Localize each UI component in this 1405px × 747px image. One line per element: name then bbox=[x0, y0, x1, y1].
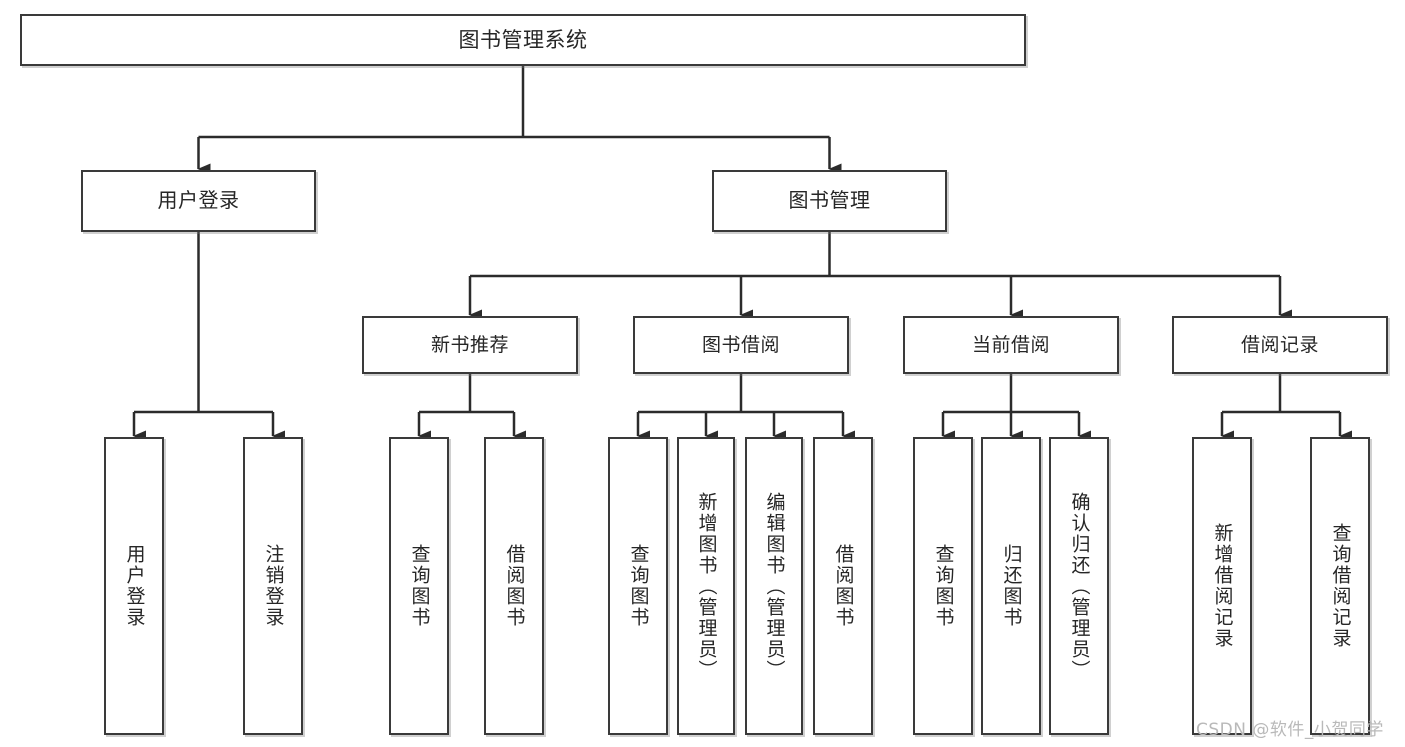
node-new-book-rec[interactable]: 新书推荐 bbox=[362, 316, 578, 374]
node-leaf-bb-edit[interactable]: 编辑图书（管理员） bbox=[745, 437, 803, 735]
node-label-leaf-bb-edit: 编辑图书（管理员） bbox=[763, 491, 786, 681]
connector-group bbox=[132, 66, 1352, 442]
node-label-leaf-rec-query: 查询图书 bbox=[408, 544, 431, 628]
node-label-leaf-user-logout: 注销登录 bbox=[262, 544, 285, 628]
node-book-manage[interactable]: 图书管理 bbox=[712, 170, 947, 232]
node-label-current-borrow: 当前借阅 bbox=[971, 333, 1050, 356]
node-label-leaf-cb-confirm: 确认归还（管理员） bbox=[1068, 491, 1091, 681]
node-label-user-login: 用户登录 bbox=[157, 188, 240, 213]
node-leaf-br-query[interactable]: 查询借阅记录 bbox=[1310, 437, 1370, 735]
node-label-leaf-bb-borrow: 借阅图书 bbox=[832, 544, 855, 628]
node-leaf-bb-query[interactable]: 查询图书 bbox=[608, 437, 668, 735]
node-label-leaf-rec-borrow: 借阅图书 bbox=[503, 544, 526, 628]
node-leaf-user-login[interactable]: 用户登录 bbox=[104, 437, 164, 735]
node-label-leaf-cb-return: 归还图书 bbox=[1000, 544, 1023, 628]
node-leaf-cb-return[interactable]: 归还图书 bbox=[981, 437, 1041, 735]
node-leaf-cb-confirm[interactable]: 确认归还（管理员） bbox=[1049, 437, 1109, 735]
node-root[interactable]: 图书管理系统 bbox=[20, 14, 1026, 66]
node-label-leaf-bb-add: 新增图书（管理员） bbox=[695, 491, 718, 681]
node-label-book-borrow: 图书借阅 bbox=[701, 333, 780, 356]
node-leaf-cb-query[interactable]: 查询图书 bbox=[913, 437, 973, 735]
node-leaf-rec-borrow[interactable]: 借阅图书 bbox=[484, 437, 544, 735]
node-borrow-record[interactable]: 借阅记录 bbox=[1172, 316, 1388, 374]
node-book-borrow[interactable]: 图书借阅 bbox=[633, 316, 849, 374]
node-label-new-book-rec: 新书推荐 bbox=[430, 333, 509, 356]
node-leaf-rec-query[interactable]: 查询图书 bbox=[389, 437, 449, 735]
node-label-root: 图书管理系统 bbox=[458, 27, 588, 52]
node-label-borrow-record: 借阅记录 bbox=[1240, 333, 1319, 356]
node-label-leaf-user-login: 用户登录 bbox=[123, 544, 146, 628]
node-label-leaf-br-add: 新增借阅记录 bbox=[1211, 523, 1234, 649]
node-user-login[interactable]: 用户登录 bbox=[81, 170, 316, 232]
node-label-leaf-bb-query: 查询图书 bbox=[627, 544, 650, 628]
node-label-leaf-br-query: 查询借阅记录 bbox=[1329, 523, 1352, 649]
node-label-book-manage: 图书管理 bbox=[788, 188, 871, 213]
node-label-leaf-cb-query: 查询图书 bbox=[932, 544, 955, 628]
node-leaf-user-logout[interactable]: 注销登录 bbox=[243, 437, 303, 735]
node-leaf-bb-add[interactable]: 新增图书（管理员） bbox=[677, 437, 735, 735]
node-leaf-br-add[interactable]: 新增借阅记录 bbox=[1192, 437, 1252, 735]
node-current-borrow[interactable]: 当前借阅 bbox=[903, 316, 1119, 374]
node-leaf-bb-borrow[interactable]: 借阅图书 bbox=[813, 437, 873, 735]
